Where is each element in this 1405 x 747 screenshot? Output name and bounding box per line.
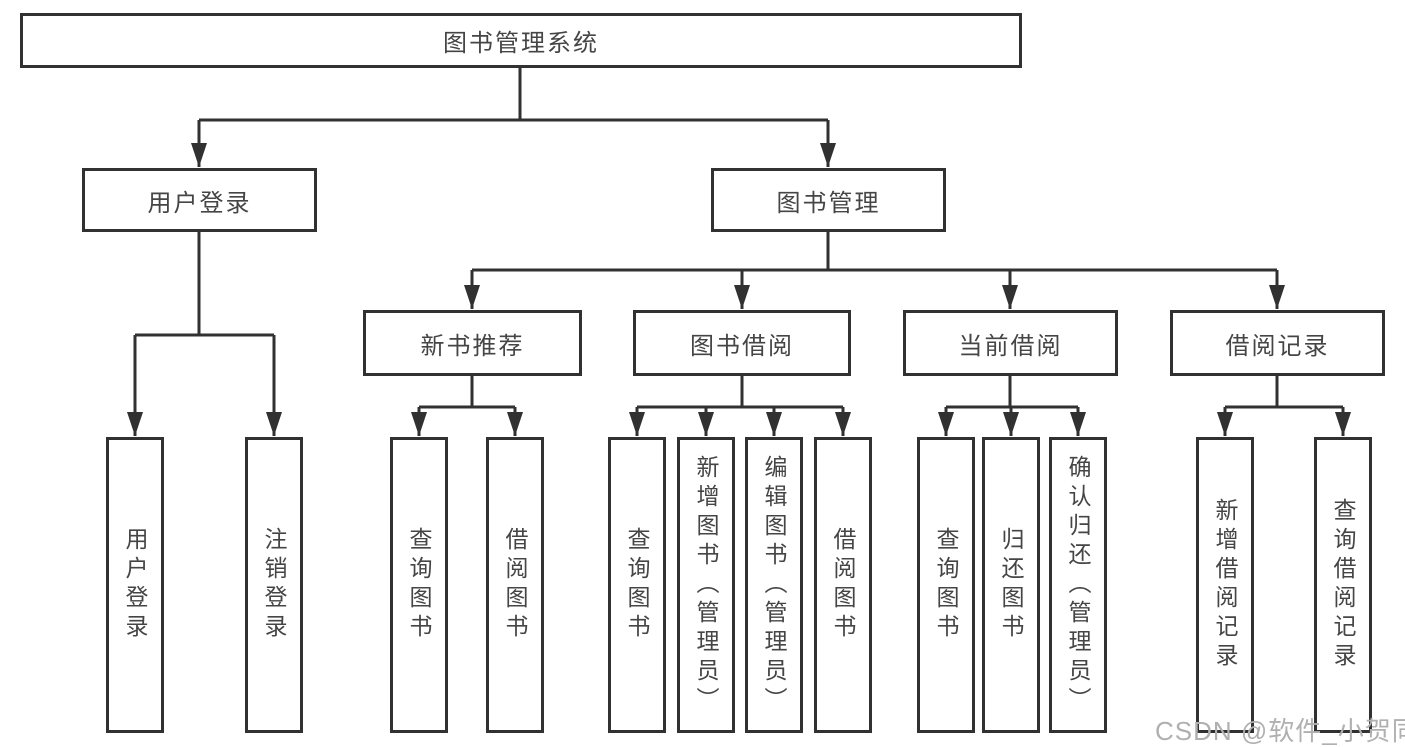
leaf-bookborrow-query: 查询图书 bbox=[608, 437, 666, 733]
leaf-label: 归还图书 bbox=[998, 527, 1024, 643]
leaf-label: 用户登录 bbox=[122, 527, 148, 643]
leaf-label: 新增图书（管理员） bbox=[693, 454, 719, 716]
node-label: 借阅记录 bbox=[1225, 332, 1330, 360]
leaf-bookborrow-add-admin: 新增图书（管理员） bbox=[677, 437, 735, 733]
leaf-label: 注销登录 bbox=[261, 527, 287, 643]
node-library-system: 图书管理系统 bbox=[20, 13, 1022, 68]
leaf-user-login: 用户登录 bbox=[106, 437, 164, 733]
leaf-current-confirm-admin: 确认归还（管理员） bbox=[1049, 437, 1107, 733]
leaf-bookborrow-borrow: 借阅图书 bbox=[814, 437, 872, 733]
node-label: 图书管理系统 bbox=[443, 30, 599, 57]
leaf-label: 编辑图书（管理员） bbox=[761, 454, 787, 716]
leaf-label: 查询借阅记录 bbox=[1330, 498, 1356, 672]
leaf-label: 查询图书 bbox=[624, 527, 650, 643]
leaf-records-query: 查询借阅记录 bbox=[1314, 437, 1372, 733]
leaf-label: 确认归还（管理员） bbox=[1065, 454, 1091, 716]
leaf-label: 查询图书 bbox=[406, 527, 432, 643]
leaf-current-return: 归还图书 bbox=[982, 437, 1040, 733]
node-borrow-records: 借阅记录 bbox=[1170, 310, 1385, 376]
node-label: 图书管理 bbox=[776, 189, 881, 217]
leaf-label: 查询图书 bbox=[933, 527, 959, 643]
node-label: 新书推荐 bbox=[420, 332, 525, 360]
leaf-label: 借阅图书 bbox=[830, 527, 856, 643]
node-current-borrow: 当前借阅 bbox=[903, 310, 1118, 376]
node-label: 图书借阅 bbox=[690, 332, 794, 360]
node-user-login: 用户登录 bbox=[82, 168, 317, 232]
leaf-newbooks-query: 查询图书 bbox=[390, 437, 448, 733]
node-new-books: 新书推荐 bbox=[363, 310, 582, 376]
node-book-borrow: 图书借阅 bbox=[633, 310, 851, 376]
leaf-bookborrow-edit-admin: 编辑图书（管理员） bbox=[745, 437, 803, 733]
node-label: 当前借阅 bbox=[958, 332, 1063, 360]
leaf-label: 借阅图书 bbox=[502, 527, 528, 643]
watermark: CSDN @软件_小贺同学 bbox=[1155, 716, 1405, 746]
leaf-label: 新增借阅记录 bbox=[1212, 498, 1238, 672]
leaf-records-add: 新增借阅记录 bbox=[1196, 437, 1254, 733]
leaf-newbooks-borrow: 借阅图书 bbox=[486, 437, 544, 733]
node-label: 用户登录 bbox=[147, 189, 252, 217]
leaf-current-query: 查询图书 bbox=[917, 437, 975, 733]
node-book-management: 图书管理 bbox=[711, 168, 946, 232]
leaf-logout: 注销登录 bbox=[245, 437, 303, 733]
